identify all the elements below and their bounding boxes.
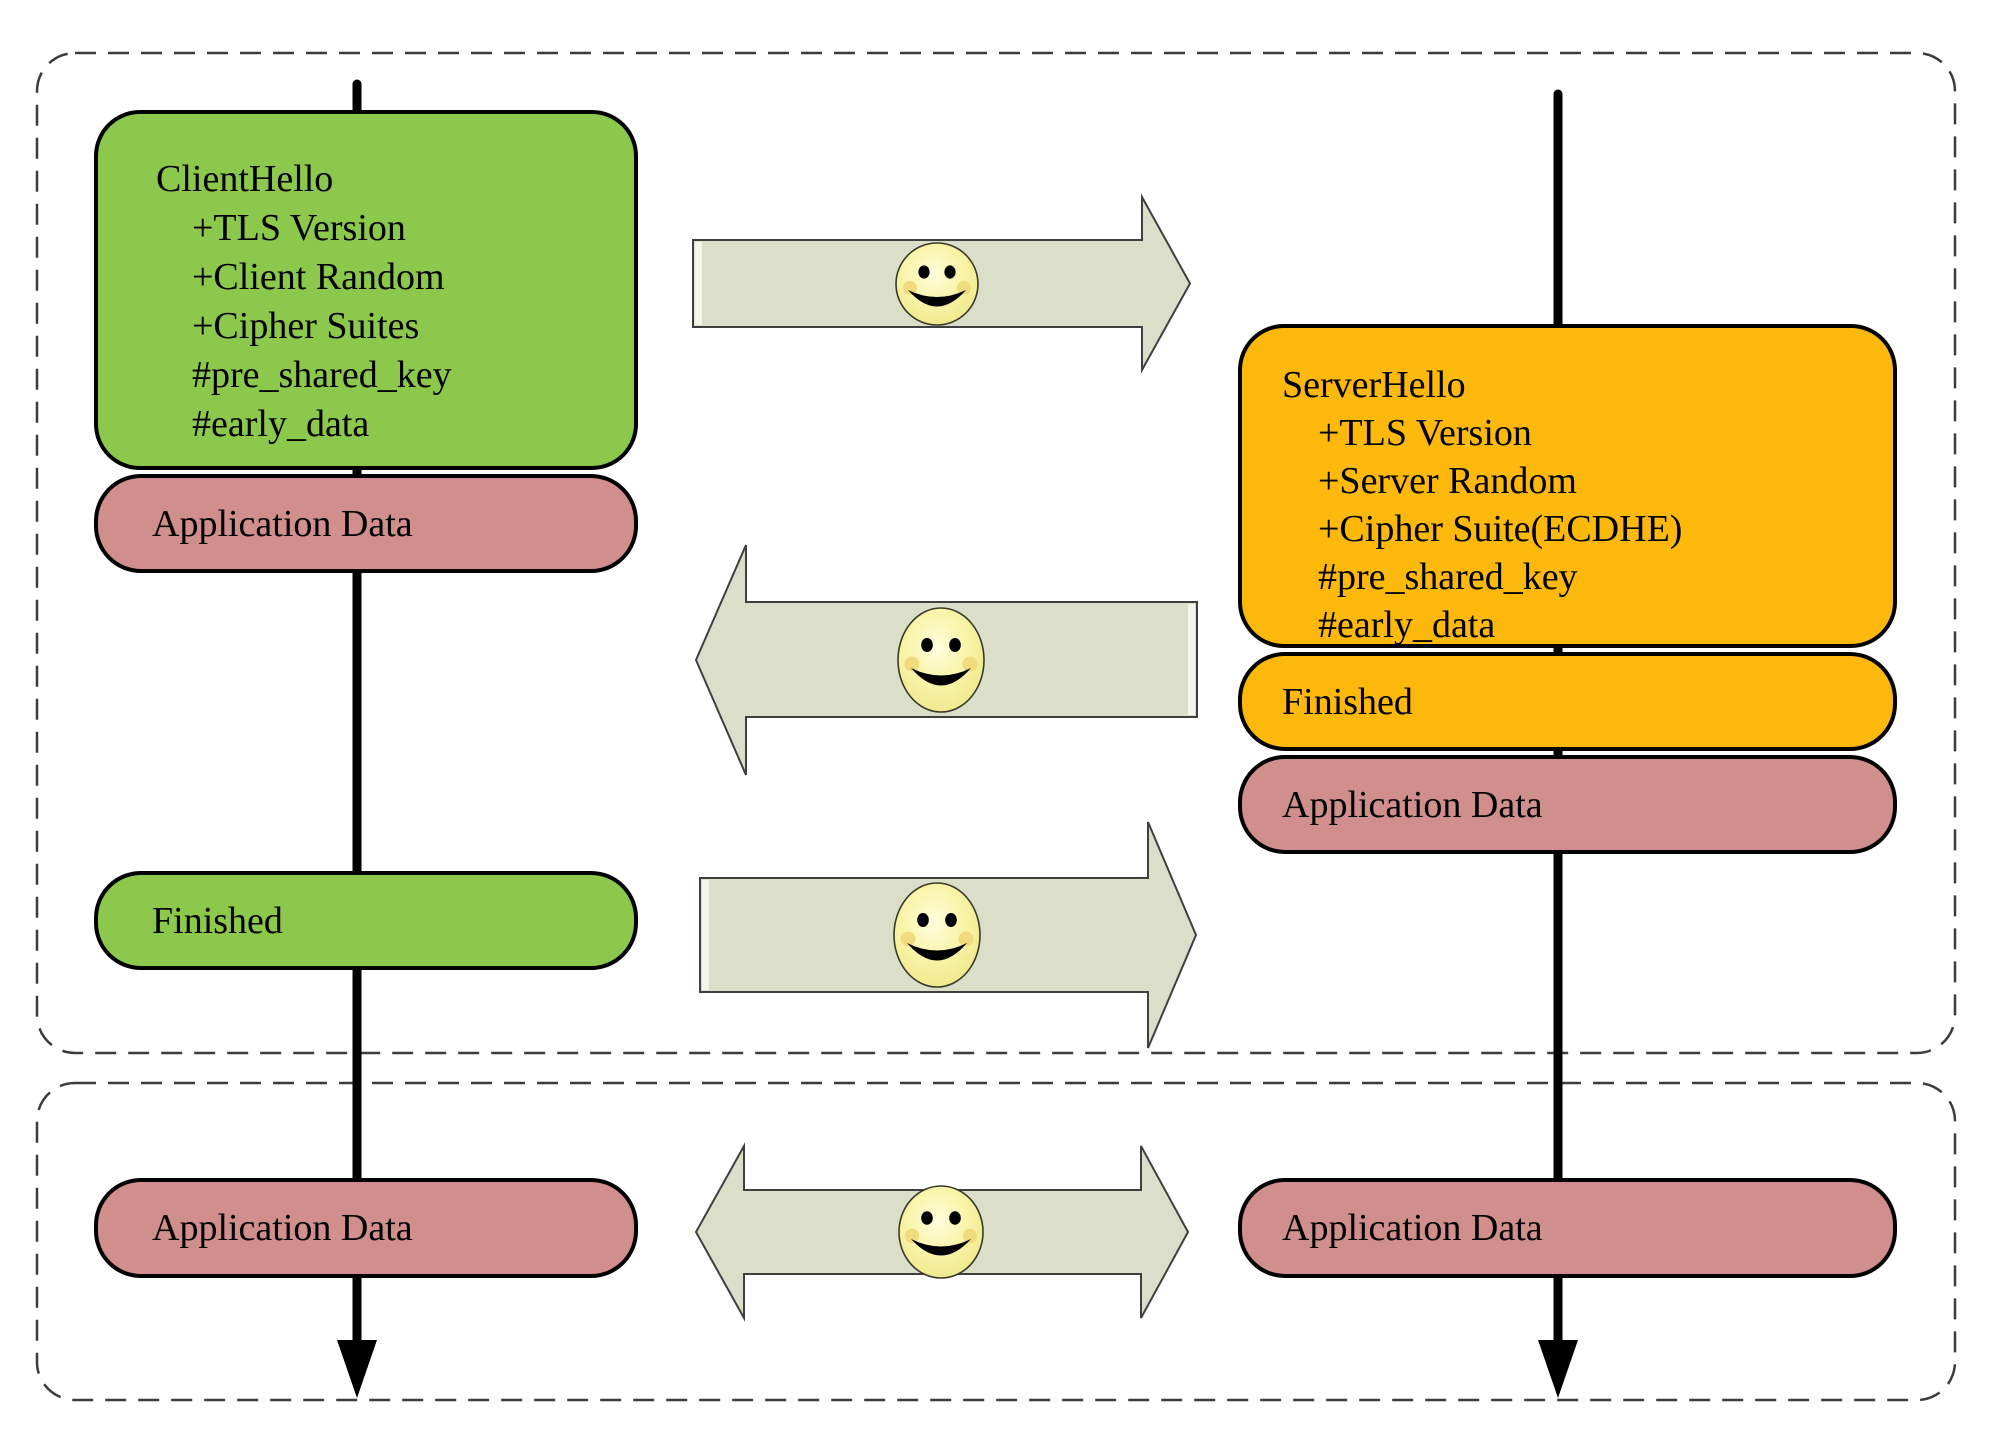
message-title: ClientHello — [156, 158, 334, 200]
message-field: +Cipher Suite(ECDHE) — [1318, 508, 1683, 550]
arrow-tail-highlight — [1188, 604, 1195, 715]
message-field: #early_data — [192, 403, 370, 445]
client-hello-box: ClientHello +TLS Version +Client Random … — [94, 110, 638, 470]
box-label: Finished — [1282, 680, 1413, 723]
smiley-icon — [895, 242, 979, 326]
server-hello-box: ServerHello +TLS Version +Server Random … — [1238, 324, 1897, 648]
box-label: Application Data — [1282, 783, 1543, 826]
client-early-app-data-box: Application Data — [94, 474, 638, 573]
client-hello-text: ClientHello +TLS Version +Client Random … — [98, 114, 634, 454]
box-label: Application Data — [1282, 1207, 1543, 1249]
server-app-data-box: Application Data — [1238, 1178, 1897, 1278]
message-field: +Server Random — [1318, 460, 1577, 502]
box-label: Application Data — [152, 502, 413, 545]
client-timeline-arrowhead-icon — [337, 1340, 377, 1398]
server-finished-box: Finished — [1238, 652, 1897, 751]
smiley-icon — [898, 1185, 984, 1279]
message-field: +Client Random — [192, 256, 445, 298]
message-field: +TLS Version — [192, 207, 406, 249]
smiley-icon — [897, 607, 985, 713]
box-label: Finished — [152, 899, 283, 942]
arrow-tail-highlight — [702, 880, 709, 990]
message-title: ServerHello — [1282, 364, 1466, 406]
message-field: #pre_shared_key — [192, 354, 452, 396]
client-to-server-arrow-1 — [692, 193, 1192, 374]
box-label: Application Data — [152, 1207, 413, 1249]
message-field: #pre_shared_key — [1318, 556, 1578, 598]
application-phase-container — [35, 1081, 1957, 1402]
server-early-app-data-box: Application Data — [1238, 755, 1897, 854]
arrow-tail-highlight — [695, 242, 702, 325]
client-app-data-box: Application Data — [94, 1178, 638, 1278]
server-hello-text: ServerHello +TLS Version +Server Random … — [1242, 328, 1893, 654]
message-field: #early_data — [1318, 604, 1496, 646]
server-to-client-arrow — [694, 544, 1198, 776]
server-timeline-arrowhead-icon — [1538, 1340, 1578, 1398]
smiley-icon — [893, 882, 981, 988]
handshake-phase-container — [35, 51, 1957, 1055]
client-to-server-arrow-2 — [699, 821, 1198, 1049]
bidirectional-app-data-arrow — [694, 1142, 1190, 1322]
message-field: +Cipher Suites — [192, 305, 420, 347]
message-field: +TLS Version — [1318, 412, 1532, 454]
client-finished-box: Finished — [94, 871, 638, 970]
